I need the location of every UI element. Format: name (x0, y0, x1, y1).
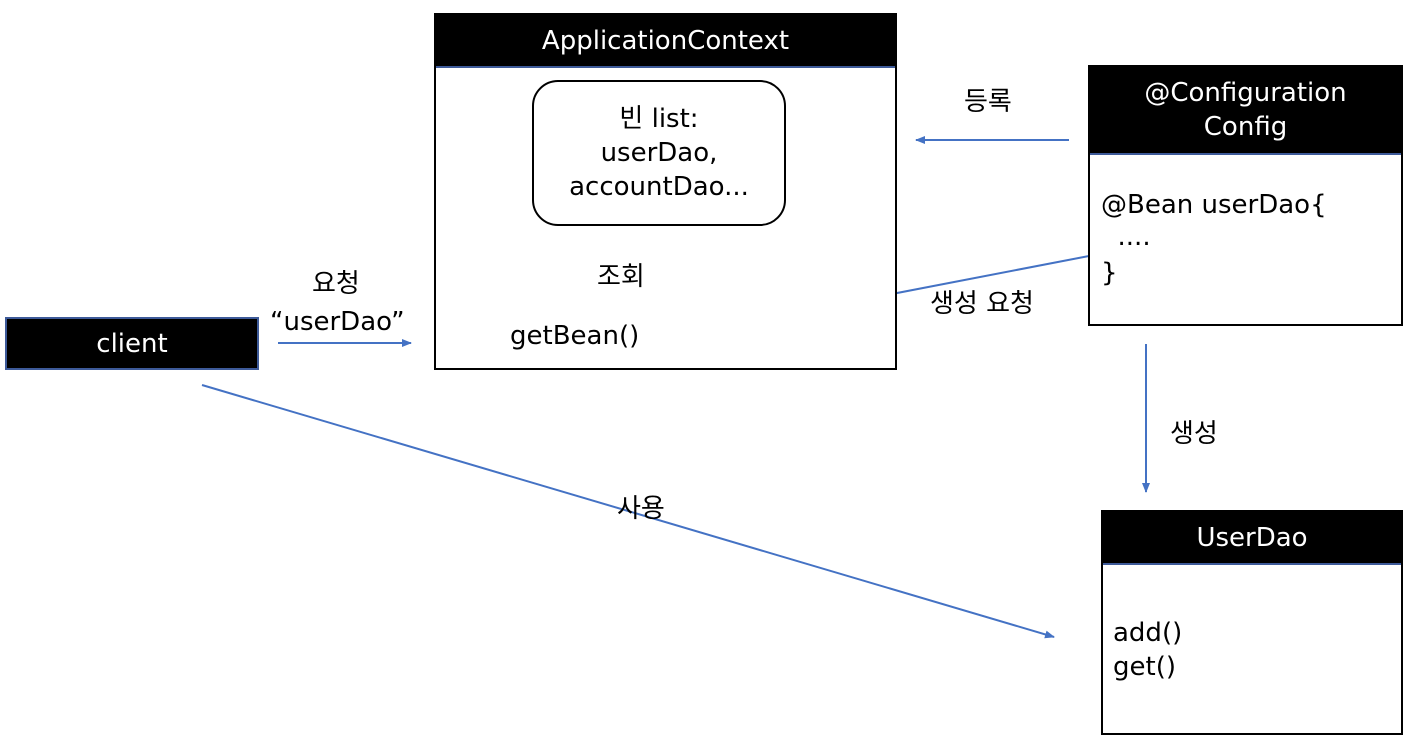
application-context-title: ApplicationContext (436, 15, 895, 68)
edge-label-create-request: 생성 요청 (930, 289, 1034, 319)
bean-list-box: 빈 list: userDao, accountDao... (532, 80, 786, 226)
edge-label-request-key: “userDao” (270, 307, 405, 337)
user-dao-title: UserDao (1103, 512, 1401, 565)
config-code-line: @Bean userDao{ (1101, 190, 1327, 220)
edge-label-register: 등록 (964, 87, 1012, 117)
edge-label-create: 생성 (1170, 419, 1218, 449)
bean-list-line: accountDao... (569, 172, 749, 202)
user-dao-box: UserDao (1101, 510, 1403, 735)
config-title-line: Config (1203, 112, 1288, 142)
get-bean-label: getBean() (510, 321, 640, 351)
client-title: client (7, 319, 257, 368)
config-title: @Configuration Config (1090, 67, 1401, 155)
bean-list-line: 빈 list: (619, 104, 699, 134)
edge-label-use: 사용 (617, 494, 665, 524)
client-box: client (5, 317, 259, 370)
client-title-text: client (96, 328, 168, 359)
user-dao-title-text: UserDao (1196, 522, 1308, 553)
config-code-line: } (1101, 258, 1118, 288)
bean-list-line: userDao, (600, 138, 718, 168)
edge-label-request: 요청 (312, 269, 360, 299)
user-dao-method: add() (1113, 618, 1183, 648)
edge-label-lookup: 조회 (597, 262, 645, 292)
config-box: @Configuration Config (1088, 65, 1403, 326)
config-code-line: .... (1101, 222, 1151, 252)
user-dao-method: get() (1113, 652, 1176, 682)
application-context-box: ApplicationContext (434, 13, 897, 370)
application-context-title-text: ApplicationContext (541, 25, 790, 56)
config-title-line: @Configuration (1144, 78, 1347, 108)
